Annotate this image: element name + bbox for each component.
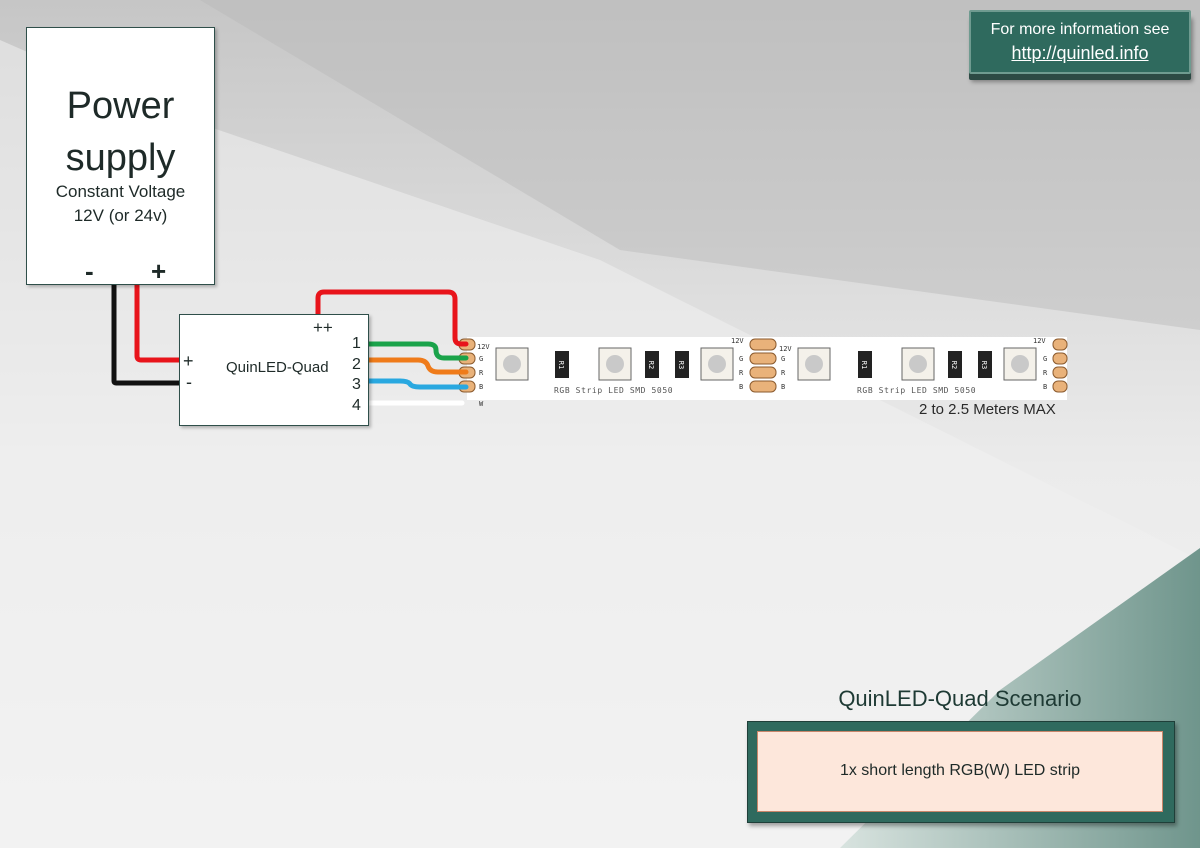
pad-label-12v: 12V xyxy=(1033,337,1046,345)
wire-black-ground xyxy=(111,282,184,386)
led-smd-lens xyxy=(909,355,927,373)
led-smd-lens xyxy=(503,355,521,373)
pad-label-r: R xyxy=(781,369,786,377)
wire-red-strip-12v xyxy=(315,289,469,347)
pad-label-g: G xyxy=(739,355,743,363)
controller-input-negative: - xyxy=(186,372,192,392)
info-text: For more information see xyxy=(990,21,1170,38)
pad-label-r: R xyxy=(1043,369,1048,377)
resistor-label: R2 xyxy=(950,361,958,369)
controller-output-common: ++ xyxy=(313,318,333,337)
power-supply: Power supply Constant Voltage 12V (or 24… xyxy=(26,27,215,285)
led-smd-lens xyxy=(805,355,823,373)
background-light-diagonal xyxy=(0,40,1200,848)
pad-label-b: B xyxy=(1043,383,1047,391)
scenario-description: 1x short length RGB(W) LED strip xyxy=(839,762,1081,779)
controller-input-positive: + xyxy=(183,351,194,371)
controller-channel-3: 3 xyxy=(352,376,361,393)
resistor xyxy=(645,351,659,378)
led-strip-segment xyxy=(797,347,1037,381)
controller-name: QuinLED-Quad xyxy=(226,359,329,376)
wire-blue-channel-3 xyxy=(366,378,469,390)
pad-label-w: W xyxy=(479,400,484,408)
resistor-label: R1 xyxy=(860,361,868,369)
pad-label-b: B xyxy=(781,383,785,391)
pad-label-g: G xyxy=(479,355,483,363)
resistor-label: R3 xyxy=(677,361,685,369)
resistor xyxy=(948,351,962,378)
resistor-label: R3 xyxy=(980,361,988,369)
resistor-label: R1 xyxy=(557,361,565,369)
power-supply-title-line1: Power xyxy=(66,85,175,127)
power-supply-subtitle-line2: 12V (or 24v) xyxy=(73,206,168,225)
controller-quinled-quad: QuinLED-Quad + - ++ 1 2 3 4 xyxy=(179,314,369,426)
wire-red-psu-positive xyxy=(134,282,184,363)
resistor xyxy=(978,351,992,378)
led-smd-lens xyxy=(1011,355,1029,373)
wire-orange-channel-2 xyxy=(366,357,469,375)
led-strip-segment xyxy=(495,347,734,381)
wiring xyxy=(111,282,469,406)
power-supply-negative-terminal: - xyxy=(85,256,94,286)
pad-label-12v: 12V xyxy=(477,343,490,351)
strip-part-text: RGB Strip LED SMD 5050 xyxy=(857,386,976,395)
info-box: For more information see http://quinled.… xyxy=(969,10,1191,74)
pad-label-12v: 12V xyxy=(779,345,792,353)
power-supply-subtitle-line1: Constant Voltage xyxy=(55,182,186,201)
background-dark-diagonal xyxy=(200,0,1200,330)
scenario-title: QuinLED-Quad Scenario xyxy=(838,686,1082,711)
resistor xyxy=(858,351,872,378)
pad-label-g: G xyxy=(1043,355,1047,363)
pad-label-g: G xyxy=(781,355,785,363)
pad-label-r: R xyxy=(739,369,744,377)
resistor-label: R2 xyxy=(647,361,655,369)
led-smd-chip xyxy=(598,347,632,381)
controller-channel-1: 1 xyxy=(352,335,361,352)
resistor xyxy=(555,351,569,378)
strip-part-text: RGB Strip LED SMD 5050 xyxy=(554,386,673,395)
led-strip: R1 R2 R3 R1 R2 R3 RGB Strip LED SMD 5050… xyxy=(458,337,1068,408)
pad-group-right xyxy=(1052,338,1068,393)
scenario-box: 1x short length RGB(W) LED strip xyxy=(747,721,1175,823)
controller-channel-4: 4 xyxy=(352,397,361,414)
info-link[interactable]: http://quinled.info xyxy=(1011,43,1149,63)
wire-green-channel-1 xyxy=(366,341,469,361)
pad-label-b: B xyxy=(479,383,483,391)
led-smd-lens xyxy=(606,355,624,373)
power-supply-positive-terminal: + xyxy=(151,256,167,286)
pad-label-b: B xyxy=(739,383,743,391)
power-supply-title-line2: supply xyxy=(65,137,176,179)
resistor xyxy=(675,351,689,378)
strip-length-label: 2 to 2.5 Meters MAX xyxy=(919,401,1056,418)
pad-group-cut xyxy=(749,338,777,393)
controller-channel-2: 2 xyxy=(352,356,361,373)
scenario-inner-panel: 1x short length RGB(W) LED strip xyxy=(757,731,1163,812)
pad-label-r: R xyxy=(479,369,484,377)
led-smd-lens xyxy=(708,355,726,373)
pad-label-12v: 12V xyxy=(731,337,744,345)
